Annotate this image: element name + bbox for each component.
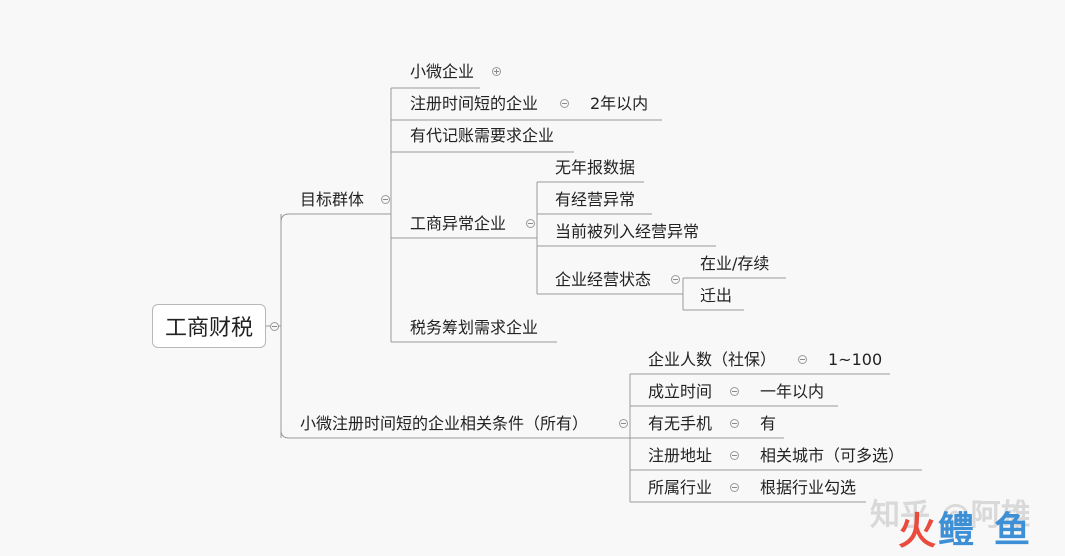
node-listed-abnormal[interactable]: 当前被列入经营异常 xyxy=(555,222,700,241)
watermark: 知乎 @阿雄 xyxy=(870,498,1031,533)
collapse-icon[interactable] xyxy=(730,419,739,428)
collapse-icon[interactable] xyxy=(270,322,279,331)
node-active[interactable]: 在业/存续 xyxy=(700,254,770,273)
node-small-micro[interactable]: 小微企业 xyxy=(410,62,475,81)
node-operating-status[interactable]: 企业经营状态 xyxy=(555,270,652,289)
node-target-group[interactable]: 目标群体 xyxy=(300,190,365,209)
node-within-2-years[interactable]: 2年以内 xyxy=(590,94,649,113)
node-headcount[interactable]: 企业人数（社保） xyxy=(648,350,777,369)
node-industry-value[interactable]: 根据行业勾选 xyxy=(760,478,857,497)
node-industry[interactable]: 所属行业 xyxy=(648,478,713,497)
collapse-icon[interactable] xyxy=(730,387,739,396)
logo-part-2: 鳢 xyxy=(938,510,975,551)
collapse-icon[interactable] xyxy=(381,195,390,204)
node-new-registered[interactable]: 注册时间短的企业 xyxy=(410,94,539,113)
connector-branch2 xyxy=(280,429,630,439)
logo-part-3: 鱼 xyxy=(994,510,1031,551)
node-phone[interactable]: 有无手机 xyxy=(648,414,713,433)
collapse-icon[interactable] xyxy=(730,451,739,460)
node-address[interactable]: 注册地址 xyxy=(648,446,713,465)
connector-branch1 xyxy=(280,213,391,223)
node-abnormal[interactable]: 工商异常企业 xyxy=(410,214,507,233)
root-node[interactable]: 工商财税 xyxy=(152,304,266,348)
node-headcount-value[interactable]: 1~100 xyxy=(828,350,883,369)
node-founded[interactable]: 成立时间 xyxy=(648,382,713,401)
collapse-icon[interactable] xyxy=(671,275,680,284)
site-logo: 火 鳢 鱼 xyxy=(898,510,1048,552)
collapse-icon[interactable] xyxy=(526,219,535,228)
collapse-icon[interactable] xyxy=(619,419,628,428)
expand-icon[interactable] xyxy=(492,67,501,76)
node-moved-out[interactable]: 迁出 xyxy=(700,286,733,305)
node-founded-value[interactable]: 一年以内 xyxy=(760,382,825,401)
collapse-icon[interactable] xyxy=(730,483,739,492)
node-address-value[interactable]: 相关城市（可多选） xyxy=(760,446,905,465)
logo-part-1: 火 xyxy=(898,509,937,553)
node-conditions[interactable]: 小微注册时间短的企业相关条件（所有） xyxy=(300,414,589,433)
node-business-abnormal[interactable]: 有经营异常 xyxy=(555,190,636,209)
collapse-icon[interactable] xyxy=(560,99,569,108)
node-bookkeeping[interactable]: 有代记账需要求企业 xyxy=(410,126,555,145)
node-phone-value[interactable]: 有 xyxy=(760,414,777,433)
collapse-icon[interactable] xyxy=(798,355,807,364)
node-no-annual-report[interactable]: 无年报数据 xyxy=(555,158,636,177)
root-label: 工商财税 xyxy=(164,316,253,341)
node-tax-planning[interactable]: 税务筹划需求企业 xyxy=(410,318,539,337)
